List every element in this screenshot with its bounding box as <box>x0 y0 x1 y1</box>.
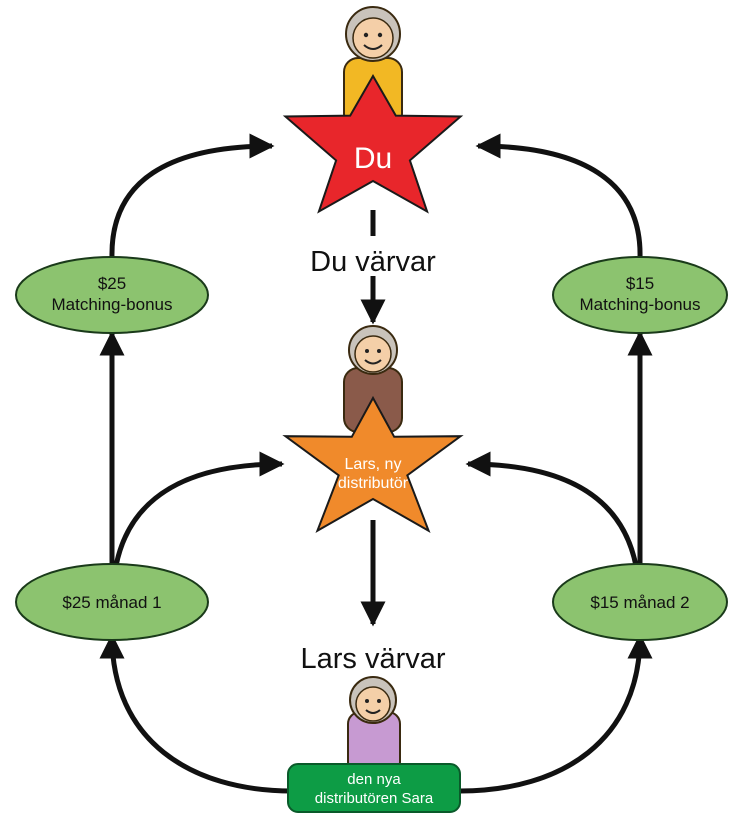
sara-box-label-line1: den nya <box>347 771 401 788</box>
sara-box-label-line2: distributören Sara <box>315 790 434 807</box>
sara-box <box>287 763 461 813</box>
arrow-top-right-to-you <box>475 133 643 259</box>
bonus-bottom-right-label: $15 månad 2 <box>590 593 689 612</box>
star-lars-label-line2: distributör <box>338 475 409 492</box>
bonus-top-left-line2: Matching-bonus <box>52 295 173 314</box>
bonus-bottom-left-label: $25 månad 1 <box>62 593 161 612</box>
you-recruit-label: Du värvar <box>310 246 436 278</box>
star-you-label: Du <box>354 142 392 175</box>
star-you <box>282 73 464 214</box>
arrow-bottom-left-to-lars <box>113 451 285 567</box>
bonus-top-right-line2: Matching-bonus <box>580 295 701 314</box>
star-lars-label-line1: Lars, ny <box>345 456 402 473</box>
arrow-sara-to-bottom-right <box>459 633 653 794</box>
arrow-top-left-to-you <box>109 133 275 259</box>
arrows <box>99 133 653 794</box>
bonus-top-right-line1: $15 <box>626 274 654 293</box>
arrow-bottom-right-to-lars <box>465 451 639 567</box>
lars-recruits-label: Lars värvar <box>300 643 445 675</box>
bonus-bottom-left-ellipse <box>15 563 209 641</box>
bonus-top-left-line1: $25 <box>98 274 126 293</box>
bonus-bottom-right-ellipse <box>552 563 728 641</box>
star-lars <box>282 395 464 534</box>
person-sara-figure <box>347 676 401 775</box>
bonus-top-left-ellipse <box>15 256 209 334</box>
bonus-top-right-ellipse <box>552 256 728 334</box>
person-lars-figure <box>343 325 403 433</box>
arrow-sara-to-bottom-left <box>99 633 293 794</box>
